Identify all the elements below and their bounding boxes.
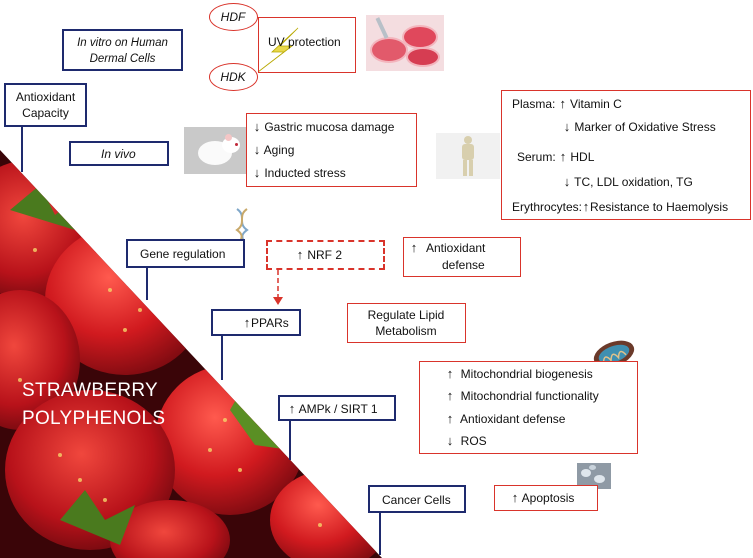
arrow-up-icon: ↑ (296, 247, 304, 262)
arrow-up-icon: ↑ (446, 366, 454, 381)
arrow-up-icon: ↑ (410, 240, 418, 255)
erythro-label: Erythrocytes: (512, 200, 583, 214)
petri-dish-image (366, 15, 444, 71)
serum-hdl: HDL (570, 150, 595, 164)
apoptosis-text: Apoptosis (521, 491, 575, 505)
in-vitro-line-2: Dermal Cells (89, 53, 156, 65)
arrow-down-icon: ↓ (253, 119, 261, 134)
ppars-text: PPARs (251, 316, 289, 330)
in-vivo-label: In vivo (69, 141, 169, 166)
arrow-up-icon: ↑ (559, 96, 566, 111)
serum-row-2: ↓ TC, LDL oxidation, TG (563, 174, 693, 190)
erythro-haemolysis: Resistance to Haemolysis (590, 200, 729, 214)
arrow-up-icon: ↑ (446, 388, 454, 403)
mitochondrion-icon (591, 337, 637, 371)
arrow-up-icon: ↑ (559, 149, 567, 164)
mito-ros-text: ROS (460, 434, 487, 448)
antioxidant-capacity-line-2: Capacity (22, 106, 69, 120)
uv-protection-label: UV protection (268, 35, 341, 49)
arrow-up-icon: ↑ (243, 315, 251, 330)
hdk-label: HDK (220, 70, 246, 84)
nrf2-text: NRF 2 (307, 248, 343, 262)
ppars-row: ↑PPARs (243, 315, 289, 331)
main-title-line-1: STRAWBERRY (22, 380, 159, 401)
mito-functionality-text: Mitochondrial functionality (460, 389, 599, 403)
antioxidant-capacity-line-1: Antioxidant (15, 90, 76, 104)
serum-label: Serum: (517, 150, 556, 164)
ampk-row: ↑ AMPk / SIRT 1 (288, 401, 378, 417)
mito-ros: ↓ ROS (446, 433, 487, 449)
arrow-down-icon: ↓ (253, 165, 261, 180)
serum-tc-ldl-tg: TC, LDL oxidation, TG (574, 175, 693, 189)
antioxidant-defense-line-1: Antioxidant (426, 241, 486, 255)
in-vivo-effects-box: ↓ Gastric mucosa damage ↓ Aging ↓ Induct… (246, 113, 417, 187)
antioxidant-capacity-label: Antioxidant Capacity (4, 83, 87, 127)
arrow-up-icon: ↑ (511, 490, 519, 505)
hdf-label: HDF (220, 10, 246, 24)
apoptosis-row: ↑ Apoptosis (511, 490, 575, 506)
plasma-row-2: ↓ Marker of Oxidative Stress (563, 119, 716, 135)
nrf2-box: ↑ NRF 2 (266, 240, 385, 270)
human-figure-image (436, 133, 500, 179)
effect-stress: ↓ Inducted stress (253, 165, 346, 181)
arrow-up-icon: ↑ (446, 411, 454, 426)
ampk-text: AMPk / SIRT 1 (298, 402, 378, 416)
mito-biogenesis: ↑ Mitochondrial biogenesis (446, 366, 593, 382)
cancer-cells-image (577, 463, 611, 489)
antioxidant-defense-arrow: ↑ (410, 241, 418, 255)
effect-gastric-text: Gastric mucosa damage (264, 120, 395, 134)
effect-aging-text: Aging (263, 143, 295, 157)
regulate-lipid-box: Regulate Lipid Metabolism (347, 303, 466, 343)
gene-regulation-text: Gene regulation (140, 247, 226, 261)
arrow-down-icon: ↓ (563, 174, 571, 189)
plasma-label: Plasma: (512, 97, 556, 111)
ampk-sirt1-label: ↑ AMPk / SIRT 1 (278, 395, 396, 421)
arrow-down-icon: ↓ (563, 119, 571, 134)
regulate-lipid-line-1: Regulate Lipid (367, 308, 445, 322)
ppars-label: ↑PPARs (211, 309, 301, 336)
cancer-cells-label: Cancer Cells (368, 485, 466, 513)
antioxidant-defense-box: ↑ Antioxidant defense (403, 237, 521, 277)
effect-aging: ↓ Aging (253, 142, 295, 158)
cancer-cells-text: Cancer Cells (382, 493, 451, 507)
uv-protection-box: UV protection (258, 17, 356, 73)
main-title-line-2: POLYPHENOLS (22, 408, 166, 429)
arrow-up-icon: ↑ (582, 199, 590, 214)
antioxidant-defense-line-2: defense (442, 258, 485, 272)
mito-antioxidant: ↑ Antioxidant defense (446, 411, 566, 427)
mouse-image (184, 127, 248, 174)
arrow-up-icon: ↑ (288, 401, 296, 416)
effect-stress-text: Inducted stress (264, 166, 346, 180)
mito-functionality: ↑ Mitochondrial functionality (446, 388, 599, 404)
mito-antioxidant-text: Antioxidant defense (460, 412, 566, 426)
in-vitro-label: In vitro on Human Dermal Cells (62, 29, 183, 71)
nrf2-row: ↑ NRF 2 (296, 247, 343, 263)
erythro-row: Erythrocytes:↑Resistance to Haemolysis (512, 199, 729, 215)
hdf-oval: HDF (209, 3, 258, 31)
plasma-vitamin-c: Vitamin C (570, 97, 622, 111)
plasma-row: Plasma: ↑ Vitamin C (512, 96, 622, 112)
blood-results-box: Plasma: ↑ Vitamin C ↓ Marker of Oxidativ… (501, 90, 751, 220)
arrow-down-icon: ↓ (253, 142, 261, 157)
main-title: STRAWBERRY POLYPHENOLS (22, 377, 222, 433)
in-vitro-line-1: In vitro on Human (77, 37, 168, 49)
plasma-oxidative-marker: Marker of Oxidative Stress (574, 120, 716, 134)
apoptosis-box: ↑ Apoptosis (494, 485, 598, 511)
gene-regulation-label: Gene regulation (126, 239, 245, 268)
in-vivo-text: In vivo (101, 147, 136, 161)
serum-row: Serum: ↑ HDL (517, 149, 595, 165)
mitochondrial-effects-box: ↑ Mitochondrial biogenesis ↑ Mitochondri… (419, 361, 638, 454)
arrow-down-icon: ↓ (446, 433, 454, 448)
effect-gastric: ↓ Gastric mucosa damage (253, 119, 395, 135)
regulate-lipid-line-2: Metabolism (375, 324, 437, 338)
hdk-oval: HDK (209, 63, 258, 91)
mito-biogenesis-text: Mitochondrial biogenesis (460, 367, 593, 381)
